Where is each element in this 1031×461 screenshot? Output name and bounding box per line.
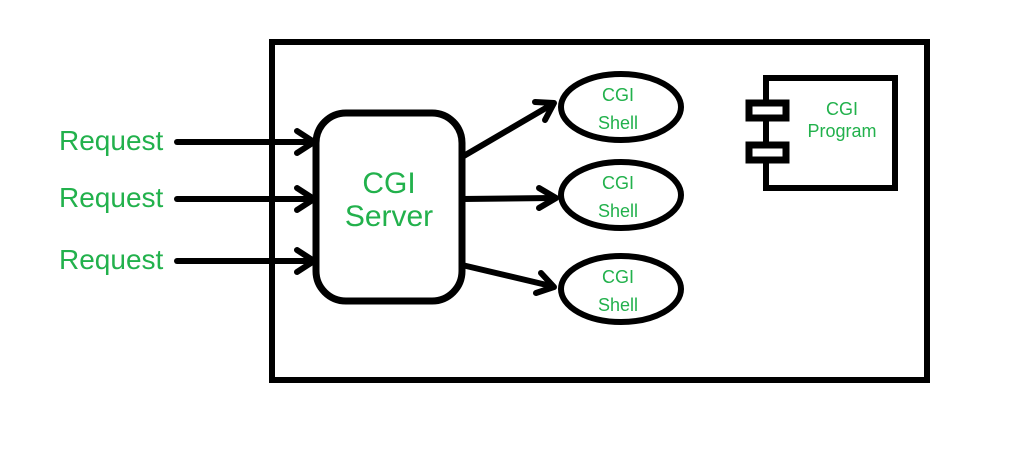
request-arrow-2: [174, 185, 317, 213]
cgi-program-label-line1: CGI: [826, 99, 858, 119]
cgi-shell-label-3-line1: CGI: [602, 267, 634, 287]
cgi-shell-label-1-line2: Shell: [598, 113, 638, 133]
server-to-shell-arrow-2: [459, 185, 559, 211]
cgi-shell-node-3: CGI Shell: [558, 253, 684, 325]
cgi-program-component: CGI Program: [745, 75, 898, 191]
server-to-shell-arrow-1: [459, 99, 557, 160]
cgi-program-box: [763, 75, 898, 191]
cgi-shell-ellipse-1: [558, 71, 684, 143]
cgi-shell-node-2: CGI Shell: [558, 159, 684, 231]
arrowhead-icon: [533, 270, 557, 296]
cgi-server-label-line1: CGI: [362, 167, 415, 200]
cgi-program-label-line2: Program: [807, 121, 876, 141]
cgi-server-label-line2: Server: [345, 200, 433, 233]
cgi-shell-label-2-line1: CGI: [602, 173, 634, 193]
request-label-3: Request: [59, 244, 164, 275]
arrowhead-icon: [532, 99, 557, 123]
server-to-shell-arrow-3: [459, 262, 557, 296]
cgi-shell-label-1-line1: CGI: [602, 85, 634, 105]
cgi-shell-ellipse-3: [558, 253, 684, 325]
system-boundary-box: [269, 39, 930, 383]
request-label-1: Request: [59, 125, 164, 156]
cgi-program-port-icon-1: [745, 99, 790, 122]
cgi-server-box: [312, 109, 466, 305]
arrowhead-icon: [536, 185, 559, 211]
cgi-shell-label-2-line2: Shell: [598, 201, 638, 221]
cgi-shell-ellipse-2: [558, 159, 684, 231]
cgi-shell-node-1: CGI Shell: [558, 71, 684, 143]
cgi-program-port-icon-2: [745, 141, 790, 164]
request-arrow-3: [174, 247, 317, 275]
cgi-shell-label-3-line2: Shell: [598, 295, 638, 315]
request-arrow-1: [174, 128, 317, 156]
request-label-2: Request: [59, 182, 164, 213]
